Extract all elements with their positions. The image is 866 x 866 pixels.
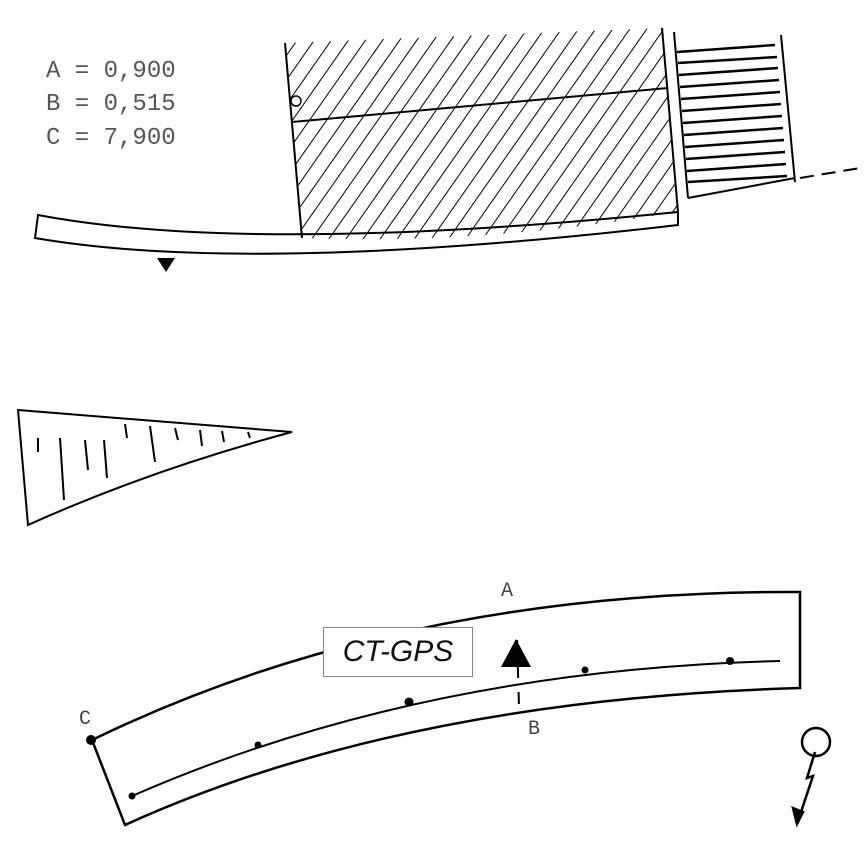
legend-b: B = 0,515: [46, 91, 176, 118]
level-marker-icon: [157, 258, 175, 272]
band-points: [86, 657, 734, 800]
north-arrow-icon: [791, 726, 832, 828]
label-a: A: [501, 580, 513, 603]
wedge-section: [16, 408, 293, 527]
striped-block: [673, 31, 861, 199]
label-b: B: [528, 718, 540, 741]
legend-a: A = 0,900: [46, 58, 176, 85]
ct-gps-badge: CT-GPS: [323, 627, 473, 677]
legend-c: C = 7,900: [46, 125, 176, 152]
legend-values: A = 0,900 B = 0,515 C = 7,900: [46, 58, 176, 152]
curved-slab: [33, 210, 679, 272]
label-c: C: [79, 708, 91, 731]
hatched-block: [284, 27, 679, 240]
station-triangle-icon: [501, 639, 531, 667]
